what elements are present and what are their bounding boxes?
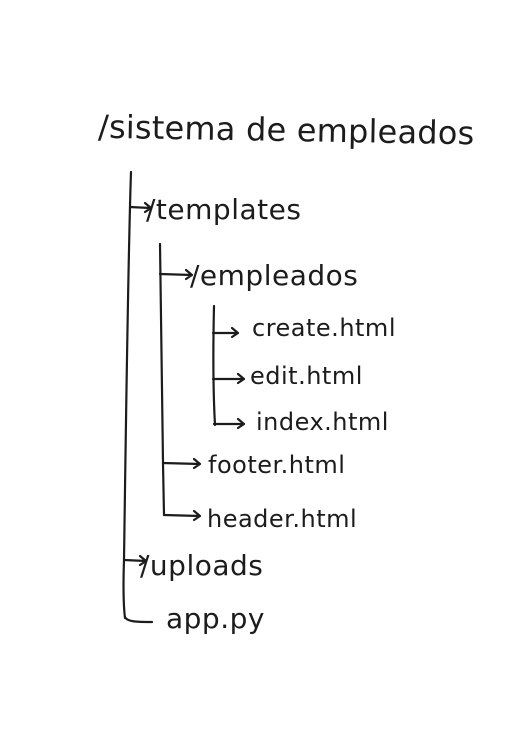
arrow-to-footer [161,457,202,470]
trunk-line-templates [158,242,166,517]
root-folder-label: /sistema de empleados [97,107,475,153]
arrow-to-create [211,326,240,339]
arrow-to-index [212,417,246,430]
footer-file-label: footer.html [208,451,346,479]
trunk-line-empleados [212,304,217,427]
header-file-label: header.html [207,505,358,533]
create-file-label: create.html [252,314,396,342]
arrow-to-templates [128,201,153,214]
app-file-label: app.py [166,602,265,635]
hook-to-app [123,615,154,624]
arrow-to-uploads [122,554,148,567]
index-file-label: index.html [256,408,389,436]
arrow-to-header [162,509,202,522]
uploads-folder-label: /uploads [140,549,264,582]
edit-file-label: edit.html [250,362,363,390]
empleados-folder-label: /empleados [190,259,359,292]
arrow-to-empleados [158,268,194,281]
arrow-to-edit [211,372,246,385]
templates-folder-label: /templates [146,193,302,226]
trunk-line-root [122,170,133,620]
